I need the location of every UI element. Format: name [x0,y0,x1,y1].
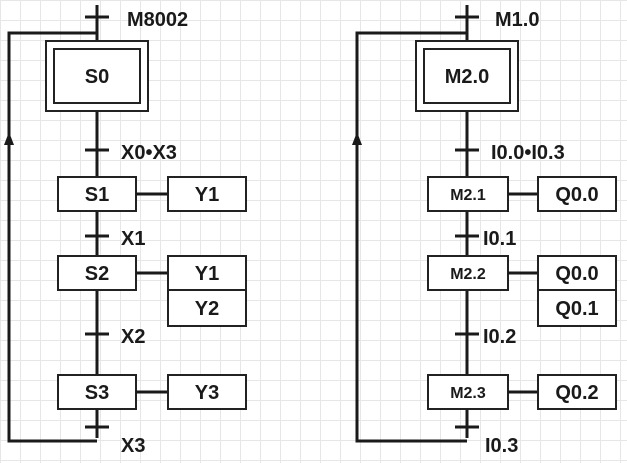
left-step-2-label: S2 [85,263,109,285]
left-step-1-box [57,176,137,212]
right-step-2-action-1-label: Q0.0 [555,263,598,285]
right-step-2-label: M2.2 [450,266,486,283]
right-sfc-chart: M1.0 I0.0•I0.3 I0.1 I0.2 I0.3 M2.0 M2.1 … [352,5,617,457]
right-initial-step-label: M2.0 [445,66,489,88]
right-return-arrow-icon [352,132,362,145]
right-step-1-action-1-box [537,176,617,212]
right-transition-2-label: I0.1 [483,228,516,250]
left-step-2-action-1-label: Y1 [195,263,219,285]
left-sfc-chart: M8002 X0•X3 X1 X2 X3 S0 S1 Y1 S2 Y1 Y2 S… [4,5,247,457]
left-return-arrow-icon [4,132,14,145]
left-transition-initial-label: M8002 [127,9,188,31]
right-initial-step-inner [423,48,511,104]
left-step-1-label: S1 [85,184,109,206]
right-step-2-action-2-label: Q0.1 [555,298,598,320]
left-step-3-action-1-label: Y3 [195,382,219,404]
left-step-2-action-2-label: Y2 [195,298,219,320]
right-transition-final-label: I0.3 [485,435,518,457]
left-step-3-action-1-box [167,374,247,410]
left-initial-step-label: S0 [85,66,109,88]
left-step-2-action-2-box [167,289,247,327]
right-step-3-action-1-box [537,374,617,410]
right-step-1-action-1-label: Q0.0 [555,184,598,206]
right-step-3-label: M2.3 [450,385,486,402]
left-transition-1-label: X0•X3 [121,142,177,164]
left-transition-3-label: X2 [121,326,145,348]
right-transition-initial-label: M1.0 [495,9,539,31]
left-return-loop [7,31,97,443]
right-step-2-action-1-box [537,255,617,291]
right-step-3-action-1-label: Q0.2 [555,382,598,404]
right-step-1-label: M2.1 [450,187,486,204]
left-step-1-action-1-label: Y1 [195,184,219,206]
left-transition-final-label: X3 [121,435,145,457]
left-initial-step-inner [53,48,141,104]
right-step-2-action-2-box [537,289,617,327]
left-transition-2-label: X1 [121,228,145,250]
right-return-loop [355,31,467,443]
right-transition-1-label: I0.0•I0.3 [491,142,565,164]
right-transition-3-label: I0.2 [483,326,516,348]
left-step-1-action-1-box [167,176,247,212]
left-step-3-label: S3 [85,382,109,404]
